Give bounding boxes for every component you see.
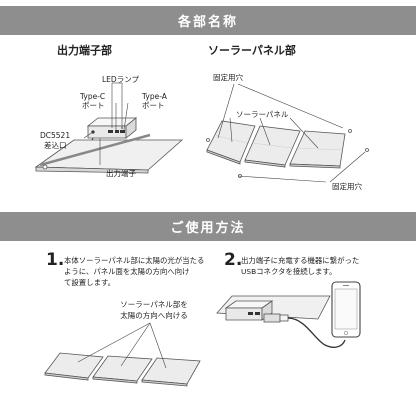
solar-panel-label: ソーラーパネル (236, 110, 289, 119)
step1-text: 本体ソーラーパネル部に太陽の光が当たる ように、パネル面を太陽の方向へ向け て設… (64, 255, 204, 288)
step1-illustration (44, 352, 201, 387)
output-unit-title: 出力端子部 (57, 44, 112, 57)
solar-panel-title: ソーラーパネル部 (208, 44, 296, 57)
output-terminal-label: 出力端子 (106, 169, 136, 178)
section-header-parts: 各部名称 (0, 6, 416, 35)
typec-label-2: ポート (82, 101, 105, 110)
dc5521-label-2: 差込口 (44, 141, 67, 150)
section-header-usage: ご使用方法 (0, 212, 416, 241)
solar-panel-illustration (206, 120, 369, 178)
step1-callout-line-1: ソーラーパネル部を (120, 300, 188, 309)
step2-number: 2. (224, 250, 243, 270)
fixing-hole-label-top: 固定用穴 (213, 73, 243, 82)
section-title-usage: ご使用方法 (170, 221, 246, 236)
step2-illustration (216, 281, 361, 348)
step2-text: 出力端子に充電する機器に繋がった USBコネクタを接続します。 (241, 255, 359, 277)
dc5521-label-1: DC5521 (40, 131, 71, 140)
step1-line-1: 本体ソーラーパネル部に太陽の光が当たる (64, 256, 205, 265)
step1-line-3: て設置します。 (64, 278, 115, 287)
section-title-parts: 各部名称 (177, 15, 238, 30)
led-lamp-label: LEDランプ (102, 75, 139, 84)
typea-label-2: ポート (142, 101, 165, 110)
step1-callout: ソーラーパネル部を 太陽の方向へ向ける (114, 299, 194, 321)
fixing-hole-label-bottom: 固定用穴 (332, 182, 362, 191)
step2-line-2: USBコネクタを接続します。 (241, 267, 337, 276)
step1-callout-line-2: 太陽の方向へ向ける (120, 311, 188, 320)
step1-number: 1. (46, 250, 65, 270)
typec-label-1: Type-C (80, 92, 106, 101)
step2-line-1: 出力端子に充電する機器に繋がった (241, 256, 360, 265)
step1-line-2: ように、パネル面を太陽の方向へ向け (64, 267, 190, 276)
typea-label-1: Type-A (142, 92, 167, 101)
